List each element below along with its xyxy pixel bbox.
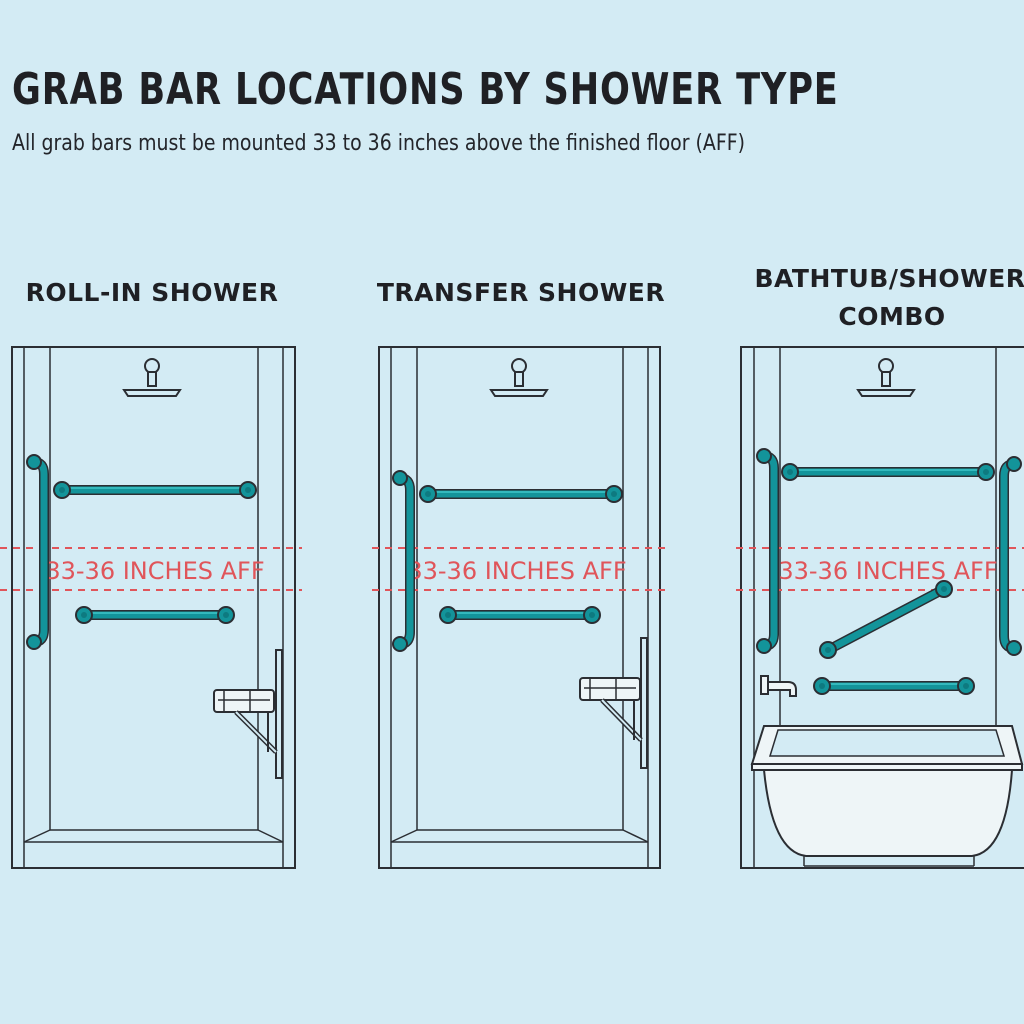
- aff-label: 33-36 INCHES AFF: [407, 557, 626, 585]
- panel-roll-in-shower: ROLL-IN SHOWER 33-36 IN: [0, 278, 302, 869]
- grab-bar-icon: [999, 456, 1022, 656]
- shower-head-icon: [856, 358, 916, 397]
- aff-label: 33-36 INCHES AFF: [778, 557, 997, 585]
- grab-bar-icon: [781, 463, 995, 481]
- shower-stall: [11, 346, 296, 869]
- grab-bar-icon: [813, 677, 975, 695]
- zone-lines: [372, 547, 668, 591]
- faucet-icon: [760, 675, 797, 697]
- zone-lines: [736, 547, 1024, 591]
- zone-lines: [0, 547, 302, 591]
- shower-stall: [378, 346, 661, 869]
- grab-bar-icon: [819, 580, 953, 659]
- panel-label: ROLL-IN SHOWER: [26, 278, 279, 307]
- aff-label: 33-36 INCHES AFF: [45, 557, 264, 585]
- page-title: GRAB BAR LOCATIONS BY SHOWER TYPE: [12, 64, 839, 115]
- shower-head-icon: [489, 358, 549, 397]
- page-subtitle: All grab bars must be mounted 33 to 36 i…: [12, 131, 746, 156]
- grab-bar-icon: [756, 448, 779, 654]
- grab-bar-icon: [26, 454, 49, 650]
- shower-head-icon: [122, 358, 182, 397]
- grab-bar-icon: [439, 606, 601, 624]
- grab-bar-icon: [419, 485, 623, 503]
- grab-bar-icon: [392, 470, 415, 652]
- fold-down-seat-icon: [213, 649, 283, 779]
- shower-stall: [740, 346, 1024, 869]
- panel-label-line-1: BATHTUB/SHOWER: [754, 264, 1024, 293]
- panel-label: TRANSFER SHOWER: [377, 278, 665, 307]
- grab-bar-icon: [53, 481, 257, 499]
- fold-down-seat-icon: [579, 637, 648, 769]
- panel-transfer-shower: TRANSFER SHOWER 33-36 I: [372, 278, 668, 869]
- panel-label-line-2: COMBO: [838, 302, 945, 331]
- grab-bar-icon: [75, 606, 235, 624]
- panel-bathtub-shower-combo: BATHTUB/SHOWER COMBO 33-36 INCHES AFF: [736, 264, 1024, 869]
- bathtub-icon: [750, 725, 1024, 867]
